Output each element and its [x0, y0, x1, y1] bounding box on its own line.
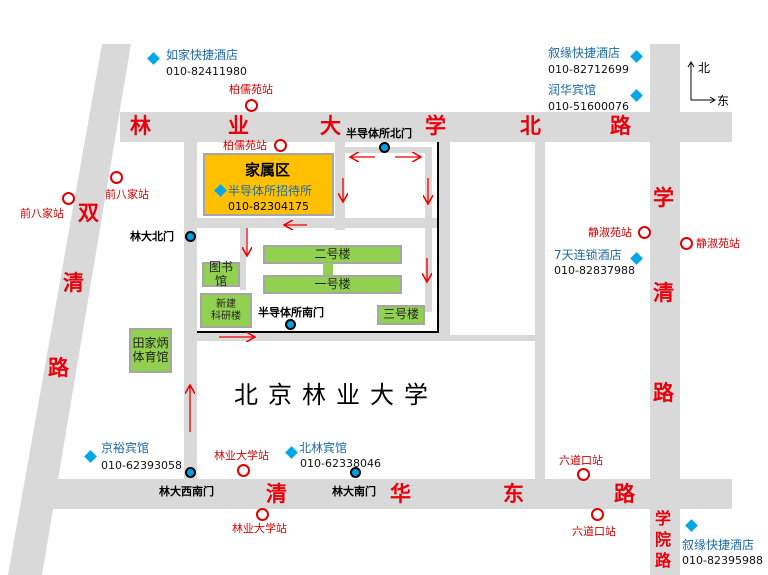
- road-char: 路: [48, 355, 69, 380]
- residential-title: 家属区: [245, 161, 291, 179]
- gate-label: 林大北门: [130, 230, 174, 243]
- road-char: 清: [63, 270, 84, 295]
- bus-stop-icon[interactable]: [237, 464, 250, 477]
- hotel-phone: 010-82712699: [548, 63, 629, 76]
- hotel-name: 半导体所招待所: [228, 184, 313, 198]
- inner-lane: [335, 142, 345, 230]
- station-label: 六道口站: [572, 525, 616, 538]
- station-label: 六道口站: [559, 454, 603, 467]
- gate-icon[interactable]: [350, 467, 361, 478]
- campus-title: 北京林业大学: [234, 381, 438, 409]
- road-char: 华: [390, 481, 411, 506]
- gate-icon[interactable]: [285, 319, 296, 330]
- station-label: 静淑苑站: [588, 226, 632, 239]
- road-char: 东: [503, 481, 524, 506]
- road-char: 北: [520, 113, 541, 138]
- block: [450, 142, 535, 335]
- gate-icon[interactable]: [185, 231, 196, 242]
- gate-icon[interactable]: [379, 142, 390, 153]
- hotel-name: 7天连锁酒店: [554, 248, 622, 262]
- road-char: 林: [130, 113, 151, 138]
- gym-label-1: 田家炳: [132, 335, 169, 350]
- road-char: 清: [266, 481, 287, 506]
- station-label: 静淑苑站: [696, 237, 740, 250]
- road-char: 大: [320, 113, 341, 138]
- block: [197, 445, 535, 479]
- gate-label: 半导体所北门: [346, 127, 412, 140]
- bus-stop-icon[interactable]: [680, 237, 693, 250]
- hotel-name: 京裕宾馆: [101, 441, 150, 455]
- road-char: 学: [425, 113, 446, 138]
- research-label-2: 科研楼: [211, 310, 241, 322]
- station-label: 柏儒苑站: [223, 139, 267, 152]
- gym-label-2: 体育馆: [132, 349, 169, 364]
- hotel-name: 如家快捷酒店: [166, 48, 239, 62]
- road-char: 路: [614, 481, 635, 506]
- bjfu-campus: [197, 341, 535, 445]
- research-label-1: 新建: [216, 299, 236, 310]
- gate-label: 林大西南门: [159, 485, 214, 498]
- gate-label: 林大南门: [332, 485, 376, 498]
- bus-stop-icon[interactable]: [577, 468, 590, 481]
- building-1: 一号楼: [263, 275, 402, 294]
- road-char: 路: [653, 380, 674, 405]
- gate-icon[interactable]: [185, 467, 196, 478]
- road-char: 清: [653, 280, 674, 305]
- bus-stop-icon[interactable]: [638, 226, 651, 239]
- qinghua-east-road: [36, 479, 732, 509]
- bus-stop-icon[interactable]: [110, 171, 123, 184]
- inner-lane: [197, 218, 437, 228]
- bus-stop-icon[interactable]: [245, 99, 258, 112]
- station-label: 林业大学站: [214, 449, 269, 462]
- residential-area: 家属区 半导体所招待所 010-82304175: [203, 153, 334, 216]
- station-label: 前八家站: [20, 207, 64, 220]
- linye-daxue-north-road: [120, 112, 732, 142]
- block: [545, 142, 650, 479]
- hotel-phone: 010-82395988: [682, 554, 763, 567]
- gate-label: 半导体所南门: [258, 306, 324, 319]
- road-char: 业: [228, 113, 249, 138]
- bus-stop-icon[interactable]: [62, 192, 75, 205]
- compass-icon: [687, 61, 716, 104]
- hotel-phone: 010-82837988: [554, 264, 635, 277]
- hotel-phone: 010-51600076: [548, 100, 629, 113]
- station-label: 前八家站: [105, 188, 149, 201]
- research-building: 新建科研楼: [200, 293, 252, 328]
- hotel-phone: 010-82304175: [228, 200, 309, 213]
- hotel-phone: 010-62338046: [300, 457, 381, 470]
- road-char: 院: [655, 530, 672, 549]
- road-char: 双: [78, 200, 99, 225]
- building-3: 三号楼: [377, 305, 425, 325]
- hotel-name: 叙缘快捷酒店: [548, 46, 621, 60]
- inner-lane: [240, 228, 246, 290]
- bus-stop-icon[interactable]: [591, 508, 604, 521]
- inner-lane: [425, 147, 432, 312]
- bus-stop-icon[interactable]: [256, 508, 269, 521]
- road-char: 学: [653, 185, 674, 210]
- road-char: 学: [655, 509, 672, 528]
- hotel-name: 叙缘快捷酒店: [682, 538, 755, 552]
- building-connector: [323, 263, 333, 276]
- hotel-name: 润华宾馆: [548, 83, 597, 97]
- bus-stop-icon[interactable]: [274, 139, 287, 152]
- road-char: 路: [655, 551, 672, 570]
- library: 图书馆: [202, 260, 240, 287]
- hotel-phone: 010-82411980: [166, 65, 247, 78]
- station-label: 柏儒苑站: [229, 83, 273, 96]
- station-label: 林业大学站: [232, 522, 287, 535]
- gymnasium: 田家炳体育馆: [129, 328, 172, 373]
- road-char: 路: [610, 113, 631, 138]
- compass-east: 东: [717, 94, 730, 108]
- hotel-phone: 010-62393058: [101, 459, 182, 472]
- compass-north: 北: [698, 61, 711, 75]
- hotel-name: 北林宾馆: [299, 441, 348, 455]
